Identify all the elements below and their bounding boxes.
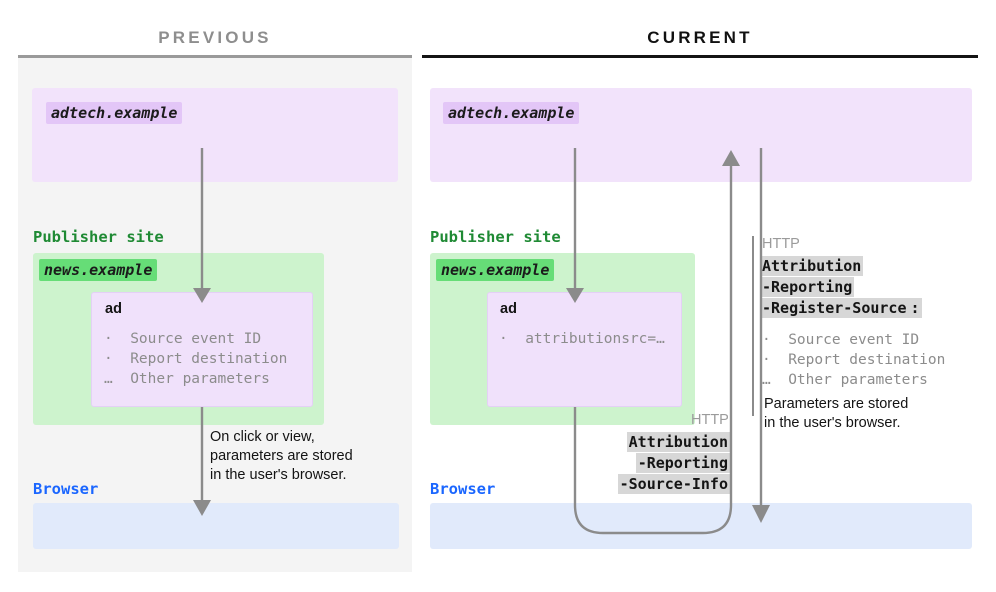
response-header-colon: : (908, 298, 922, 318)
column-rule-current (422, 55, 978, 58)
previous-ad-title: ad (105, 301, 122, 317)
current-response-params: · Source event ID · Report destination …… (762, 332, 946, 388)
request-header-line-2: -Reporting (635, 453, 730, 473)
response-header-line-2: -Reporting (760, 277, 855, 297)
column-title-current: CURRENT (647, 28, 753, 47)
current-ad-params: · attributionsrc=… (499, 331, 665, 347)
request-header-line-3: -Source-Info (617, 474, 730, 494)
current-request-http-word: HTTP (691, 412, 729, 428)
current-arrow-adtech-to-ad (566, 148, 584, 303)
previous-news-domain: news.example (39, 259, 158, 281)
current-arrow-adtech-to-browser (752, 148, 770, 523)
current-request-headers: Attribution -Reporting -Source-Info (540, 432, 730, 495)
current-response-http-word: HTTP (762, 236, 800, 252)
response-header-line-1: Attribution (760, 256, 864, 276)
request-header-line-1: Attribution (626, 432, 730, 452)
column-rule-previous (18, 55, 412, 58)
current-publisher-label: Publisher site (430, 228, 561, 246)
previous-arrow-adtech-to-ad (193, 148, 211, 303)
current-arrow-ad-to-adtech-uturn (573, 150, 740, 535)
previous-browser-label: Browser (33, 480, 99, 498)
response-group-divider (752, 236, 754, 416)
previous-browser-box (33, 503, 399, 549)
current-browser-box (430, 503, 972, 549)
current-browser-label: Browser (430, 480, 496, 498)
current-response-note: Parameters are stored in the user's brow… (764, 396, 909, 431)
current-response-headers: Attribution -Reporting -Register-Source: (760, 256, 922, 319)
previous-publisher-label: Publisher site (33, 228, 164, 246)
previous-ad-params: · Source event ID · Report destination …… (104, 331, 288, 387)
current-ad-box (487, 292, 682, 407)
current-news-domain: news.example (436, 259, 555, 281)
current-adtech-domain: adtech.example (443, 102, 580, 124)
column-title-previous: PREVIOUS (158, 28, 272, 47)
response-header-line-3: -Register-Source (760, 298, 909, 318)
current-ad-title: ad (500, 301, 517, 317)
previous-note: On click or view, parameters are stored … (210, 429, 353, 483)
previous-arrow-ad-to-browser (193, 407, 211, 516)
previous-adtech-domain: adtech.example (46, 102, 183, 124)
